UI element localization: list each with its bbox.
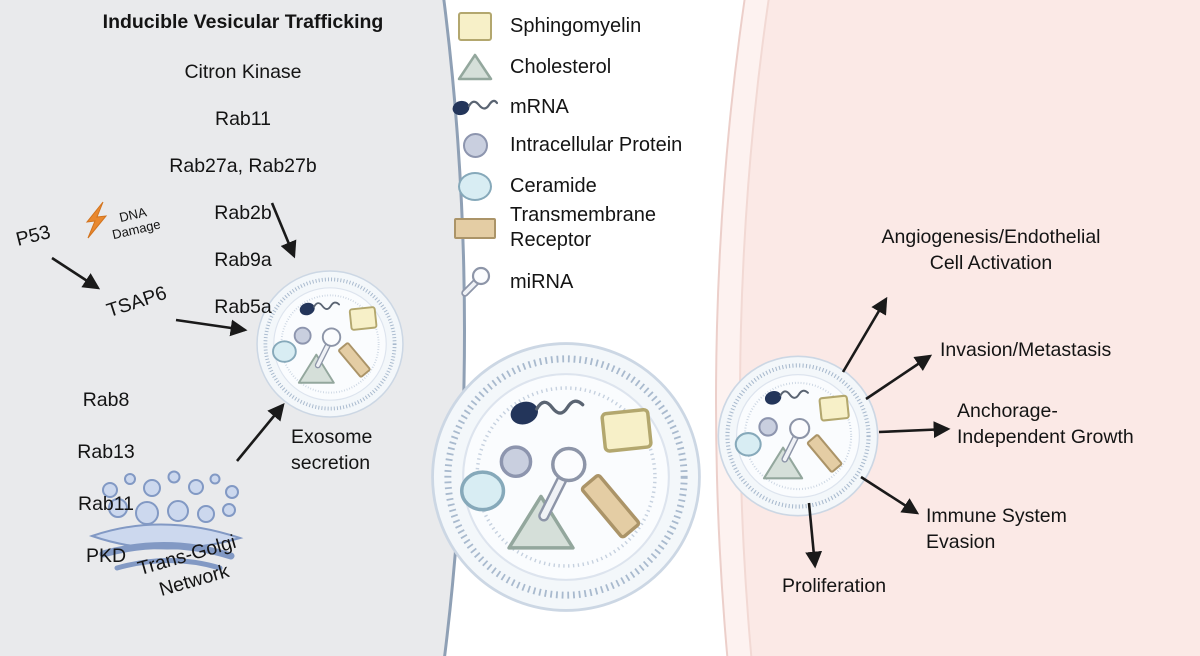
factor-pkd: PKD: [85, 545, 127, 567]
legend-label-cholesterol: Cholesterol: [510, 55, 612, 78]
mrna-icon: [452, 94, 498, 120]
arrow-to-angiogenesis: [841, 296, 888, 373]
legend-label-intracellular-protein: Intracellular Protein: [510, 134, 683, 156]
legend-item-cholesterol: Cholesterol: [452, 52, 611, 82]
arrow-golgi-to-exosome: [235, 403, 285, 462]
effect-label-immune-evasion: Immune System Evasion: [926, 505, 1067, 553]
effect-label-angiogenesis: Angiogenesis/Endothelial Cell Activation: [881, 226, 1101, 274]
recipient-cell-inner-membrane: [739, 0, 1200, 656]
effect-label-anchorage-independent-growth: Anchorage- Independent Growth: [957, 400, 1134, 448]
exosome-secretion-label: Exosome secretion: [291, 426, 373, 474]
exosome-in-recipient-cell: [718, 356, 877, 515]
factor-citron-kinase: Citron Kinase: [184, 60, 302, 83]
effect-label-invasion-metastasis: Invasion/Metastasis: [940, 339, 1112, 361]
factor-rab2b: Rab2b: [214, 201, 272, 224]
intracellular-protein-icon: [452, 133, 498, 158]
transmembrane-receptor-icon: [452, 217, 498, 239]
legend-item-intracellular-protein: Intracellular Protein: [452, 133, 682, 158]
legend-item-ceramide: Ceramide: [452, 172, 597, 201]
arrow-tsap6-to-exosome: [175, 318, 248, 337]
arrow-to-proliferation: [805, 502, 823, 569]
arrow-factors-to-exosome: [270, 202, 297, 259]
arrow-to-invasion: [865, 354, 933, 401]
arrow-to-anchorage: [878, 421, 951, 439]
mirna-icon: [452, 266, 498, 298]
factor-rab8: Rab8: [82, 389, 130, 411]
exosome-extracellular: [433, 344, 700, 611]
inducible-factor-list: Citron Kinase Rab11 Rab27a, Rab27b Rab2b…: [143, 37, 343, 343]
arrow-p53-to-tsap6: [51, 256, 101, 290]
recipient-cell: [715, 0, 1200, 656]
factor-rab13: Rab13: [77, 441, 135, 463]
legend-label-mrna: mRNA: [510, 95, 569, 118]
legend-item-mrna: mRNA: [452, 94, 569, 120]
factor-rab11-2: Rab11: [77, 493, 134, 515]
constitutive-factor-list: Rab8 Rab13 Rab11 PKD: [56, 361, 156, 595]
factor-rab27: Rab27a, Rab27b: [169, 154, 317, 177]
legend-item-mirna: miRNA: [452, 266, 573, 298]
legend-label-mirna: miRNA: [510, 270, 574, 293]
legend-label-transmembrane-receptor: Transmembrane Receptor: [510, 204, 656, 251]
inducible-trafficking-title: Inducible Vesicular Trafficking: [102, 11, 384, 33]
arrow-to-immune: [860, 475, 920, 515]
effect-label-proliferation: Proliferation: [782, 575, 887, 597]
legend-label-sphingomyelin: Sphingomyelin: [510, 15, 642, 37]
factor-rab11: Rab11: [214, 107, 271, 130]
golgi-apparatus-icon: [88, 470, 244, 571]
legend-item-sphingomyelin: Sphingomyelin: [452, 12, 641, 41]
factor-rab5a: Rab5a: [214, 295, 272, 318]
sphingomyelin-icon: [452, 12, 498, 41]
cholesterol-icon: [452, 52, 498, 82]
ceramide-icon: [452, 172, 498, 201]
legend-label-ceramide: Ceramide: [510, 175, 597, 197]
legend-item-transmembrane-receptor: Transmembrane Receptor: [452, 203, 656, 253]
factor-rab9a: Rab9a: [214, 248, 272, 271]
dna-damage-bolt-icon: [85, 201, 108, 239]
